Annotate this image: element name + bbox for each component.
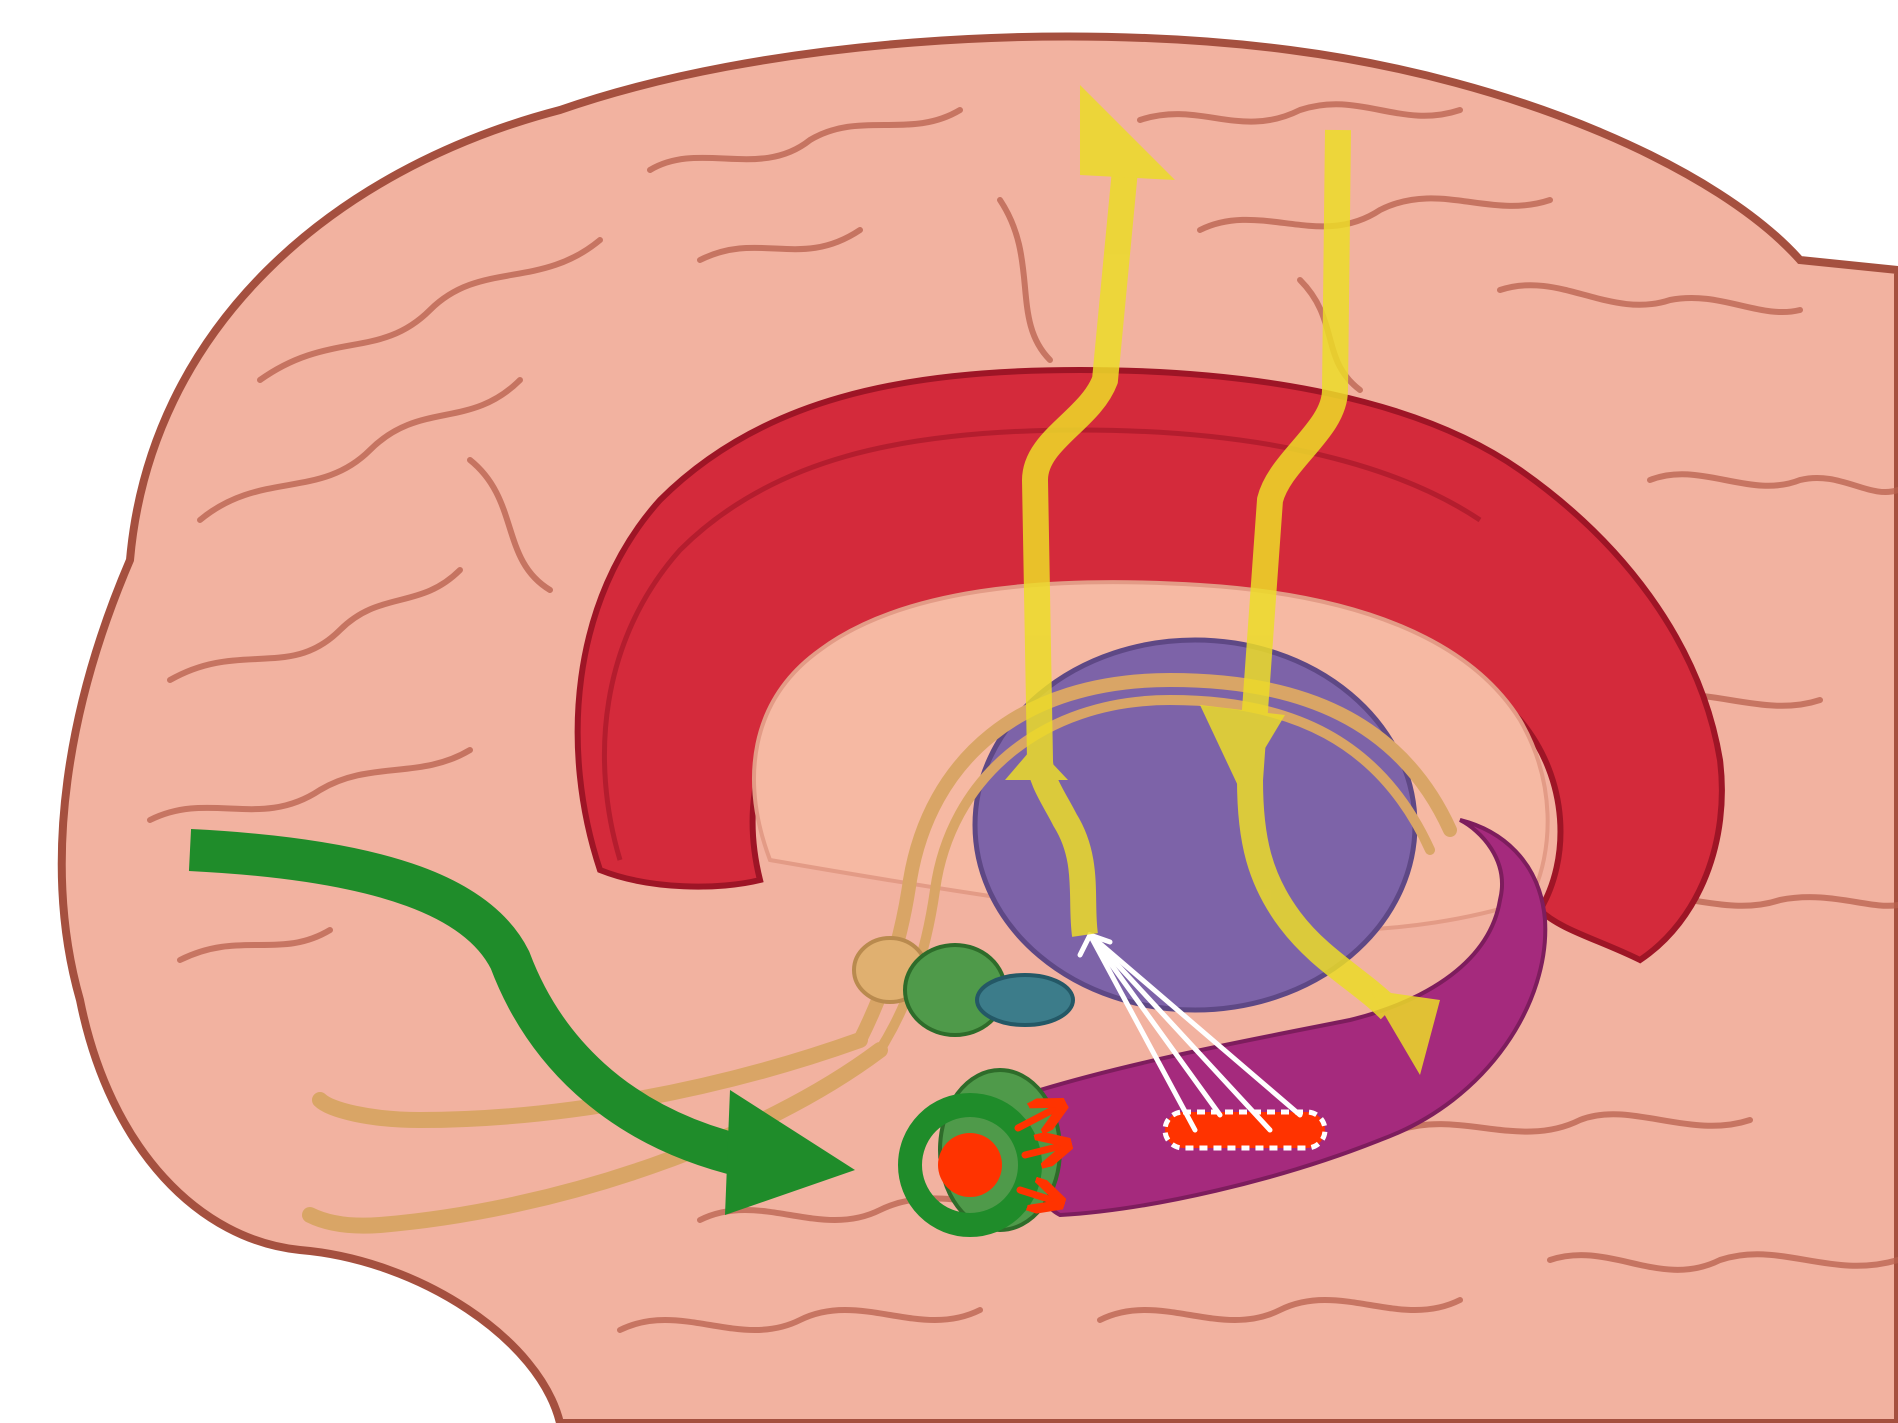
teal-nucleus <box>977 975 1073 1025</box>
